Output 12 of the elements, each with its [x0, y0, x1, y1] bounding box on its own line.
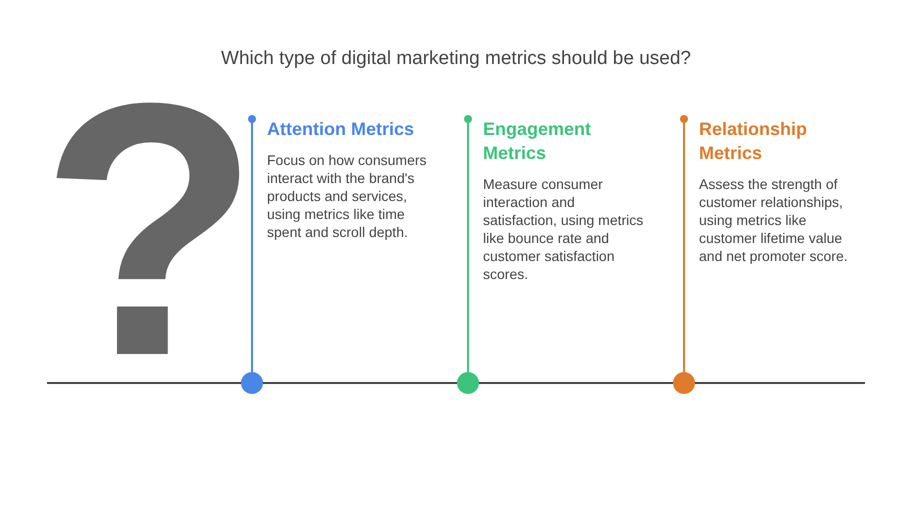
timeline-marker — [241, 372, 263, 394]
description-text: Measure consumer interaction and satisfaction, using metrics like bounce rate and customer satisfaction scores. — [483, 175, 644, 283]
description-text: Focus on how consumers interact with the brand's products and services, using metrics like time spent and scroll depth. — [267, 151, 428, 241]
column-heading: Relationship Metrics — [699, 118, 808, 165]
column-heading: Attention Metrics — [267, 118, 416, 141]
column-heading: Engagement Metrics — [483, 118, 592, 165]
description-text: Assess the strength of customer relationships, using metrics like customer lifetime value and net promoter score. — [699, 175, 849, 265]
connector-line — [680, 115, 688, 372]
timeline-marker — [673, 372, 695, 394]
connector-line — [248, 115, 256, 372]
timeline-marker — [457, 372, 479, 394]
connector-line — [464, 115, 472, 372]
